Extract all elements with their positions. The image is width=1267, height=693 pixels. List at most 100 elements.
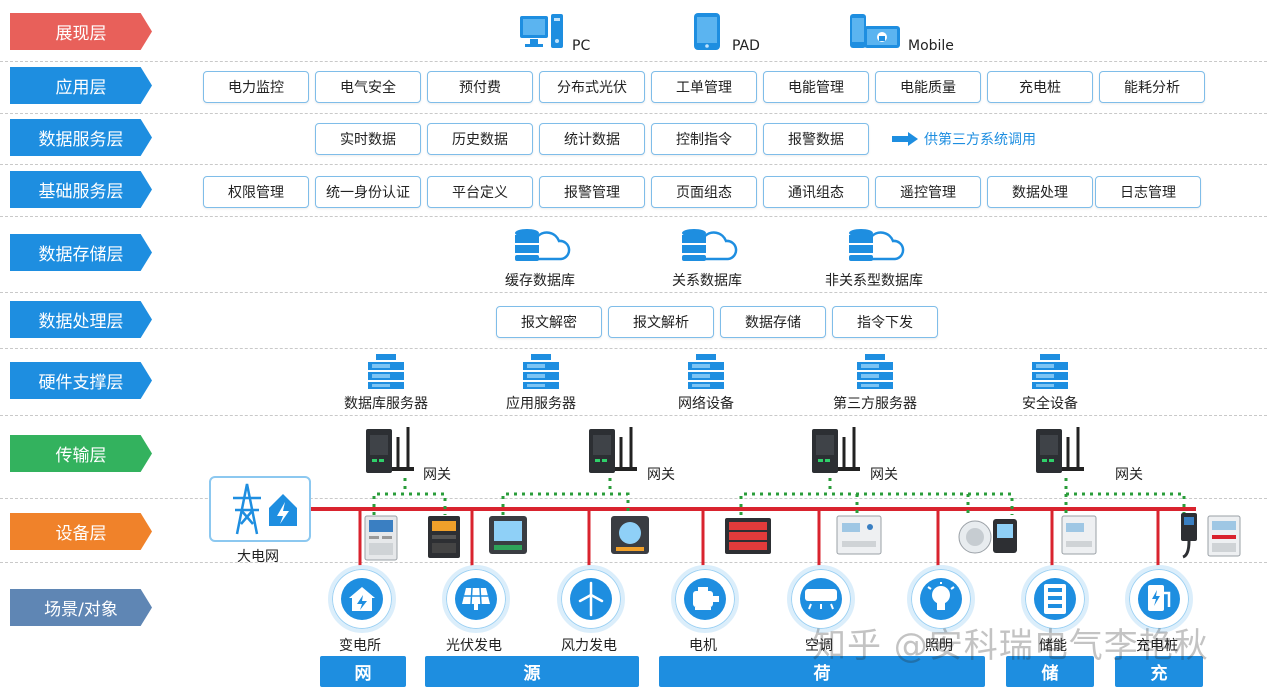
sensor-device-icon — [958, 519, 1017, 554]
gateway-label: 网关 — [1115, 467, 1143, 483]
processing-item: 报文解密 — [496, 306, 602, 338]
aircon-circle — [787, 565, 855, 633]
app-item: 充电桩 — [987, 71, 1093, 103]
mobile-icon — [850, 14, 900, 48]
app-item: 电力监控 — [203, 71, 309, 103]
gateway-icon — [1036, 427, 1084, 473]
lighting-circle — [907, 565, 975, 633]
substation-circle — [328, 565, 396, 633]
scene-caption: 变电所 — [339, 638, 381, 654]
data-service-item: 控制指令 — [651, 123, 757, 155]
storage-circle — [1021, 565, 1089, 633]
gateway-icon — [366, 427, 414, 473]
data-service-item: 历史数据 — [427, 123, 533, 155]
din-meter-icon — [836, 515, 882, 555]
mobile-label: Mobile — [908, 38, 954, 54]
solar-circle — [442, 565, 510, 633]
app-item: 电能质量 — [875, 71, 981, 103]
base-service-item: 遥控管理 — [875, 176, 981, 208]
base-service-item: 通讯组态 — [763, 176, 869, 208]
category-charging: 充 — [1115, 656, 1203, 687]
layer-base-service: 基础服务层 — [10, 171, 152, 208]
gateway-label: 网关 — [870, 467, 898, 483]
layer-device: 设备层 — [10, 513, 152, 550]
data-service-item: 报警数据 — [763, 123, 869, 155]
energy-meter-icon — [1207, 515, 1241, 557]
app-item: 电能管理 — [763, 71, 869, 103]
battery-cabinet-icon — [1044, 584, 1066, 614]
charger-device-icon — [1181, 513, 1197, 559]
data-service-item: 统计数据 — [539, 123, 645, 155]
panel-meter-icon — [611, 516, 649, 554]
category-load: 荷 — [659, 656, 985, 687]
base-service-item: 数据处理 — [987, 176, 1093, 208]
database-cloud-icon — [682, 229, 738, 261]
app-item: 预付费 — [427, 71, 533, 103]
server-icon — [523, 354, 559, 389]
grid-box — [209, 476, 311, 542]
hardware-caption: 网络设备 — [678, 396, 734, 412]
base-service-item: 权限管理 — [203, 176, 309, 208]
hardware-caption: 第三方服务器 — [833, 396, 917, 412]
scene-caption: 电机 — [689, 638, 717, 654]
app-item: 电气安全 — [315, 71, 421, 103]
category-source: 源 — [425, 656, 639, 687]
base-service-item: 日志管理 — [1095, 176, 1201, 208]
pad-label: PAD — [732, 38, 760, 54]
storage-caption: 关系数据库 — [672, 273, 742, 289]
layer-processing: 数据处理层 — [10, 301, 152, 338]
app-item: 工单管理 — [651, 71, 757, 103]
server-icon — [1032, 354, 1068, 389]
wind-circle — [557, 565, 625, 633]
storage-caption: 非关系型数据库 — [825, 273, 923, 289]
layer-scene: 场景/对象 — [10, 589, 152, 626]
scene-caption: 空调 — [805, 638, 833, 654]
scene-caption: 光伏发电 — [446, 638, 502, 654]
base-service-item: 统一身份认证 — [315, 176, 421, 208]
panel-meter-icon — [489, 516, 527, 554]
processing-item: 数据存储 — [720, 306, 826, 338]
base-service-item: 平台定义 — [427, 176, 533, 208]
data-service-item: 实时数据 — [315, 123, 421, 155]
layer-data-service: 数据服务层 — [10, 119, 152, 156]
category-storage: 储 — [1006, 656, 1094, 687]
server-icon — [857, 354, 893, 389]
gateway-label: 网关 — [423, 467, 451, 483]
substation-icon — [349, 587, 375, 611]
layer-transport: 传输层 — [10, 435, 152, 472]
hardware-caption: 安全设备 — [1022, 396, 1078, 412]
hardware-caption: 数据库服务器 — [344, 396, 428, 412]
wind-turbine-icon — [578, 581, 604, 617]
pc-label: PC — [572, 38, 591, 54]
third-party-label: 供第三方系统调用 — [924, 132, 1036, 148]
layer-presentation: 展现层 — [10, 13, 152, 50]
third-party-note: 供第三方系统调用 — [892, 129, 1036, 149]
pc-icon — [520, 14, 563, 48]
comm-links — [372, 478, 1186, 515]
charging-pile-icon — [1148, 585, 1171, 611]
scene-caption: 充电桩 — [1136, 638, 1178, 654]
gateway-icon — [812, 427, 860, 473]
grid-caption: 大电网 — [237, 549, 279, 565]
din-meter-icon — [1061, 515, 1097, 555]
watermark: 知乎 @安科瑞电气李艳秋 — [812, 626, 1209, 666]
server-icon — [688, 354, 724, 389]
processing-item: 指令下发 — [832, 306, 938, 338]
category-grid: 网 — [320, 656, 406, 687]
power-tower-icon — [233, 483, 297, 535]
app-item: 能耗分析 — [1099, 71, 1205, 103]
multi-meter-icon — [725, 518, 771, 554]
base-service-item: 页面组态 — [651, 176, 757, 208]
scene-caption: 照明 — [925, 638, 953, 654]
arrow-right-icon — [892, 132, 918, 146]
hardware-caption: 应用服务器 — [506, 396, 576, 412]
meter-device-icon — [428, 516, 460, 558]
layer-application: 应用层 — [10, 67, 152, 104]
pad-icon — [694, 13, 720, 50]
processing-item: 报文解析 — [608, 306, 714, 338]
base-service-item: 报警管理 — [539, 176, 645, 208]
server-icon — [368, 354, 404, 389]
database-cloud-icon — [849, 229, 905, 261]
motor-circle — [671, 565, 739, 633]
